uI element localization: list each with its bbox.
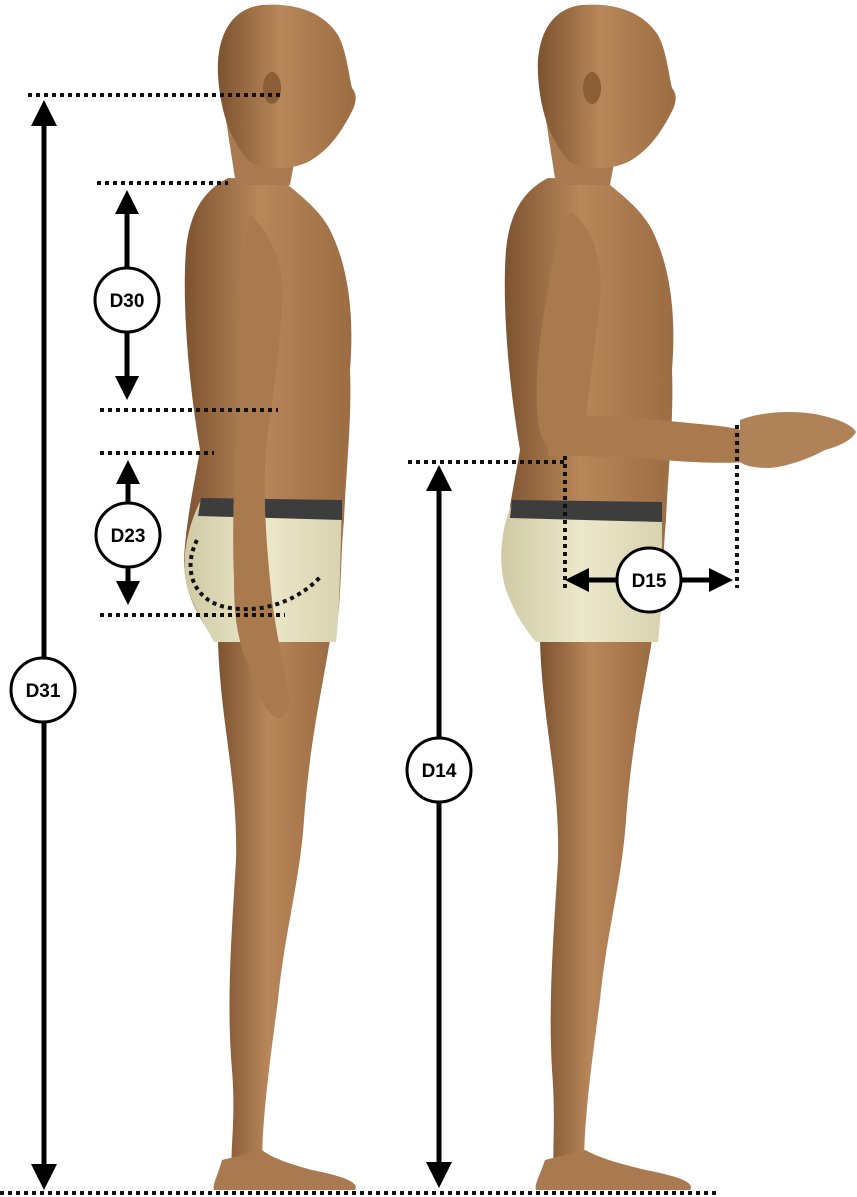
d15-label: D15 <box>632 571 667 592</box>
d14-arrow-down <box>426 1162 452 1188</box>
d23-label: D23 <box>111 526 146 547</box>
d15-arrow-right <box>709 568 733 592</box>
left-figure-legs <box>218 640 330 1165</box>
d14-arrow-up <box>426 465 452 491</box>
d31-arrow-down <box>31 1164 57 1190</box>
left-figure-ear <box>263 72 281 104</box>
dimension-d14: D14 <box>407 465 471 1188</box>
d30-label: D30 <box>110 291 145 312</box>
dimension-d31: D31 <box>11 100 75 1190</box>
d14-label: D14 <box>422 761 457 782</box>
d23-arrow-up <box>116 460 140 484</box>
d23-arrow-down <box>116 581 140 605</box>
d30-arrow-up <box>115 190 139 214</box>
dimension-d23: D23 <box>96 460 160 605</box>
d31-label: D31 <box>26 681 61 702</box>
d30-arrow-down <box>115 376 139 400</box>
right-figure-forearm <box>548 416 745 463</box>
figure-right <box>501 5 856 1190</box>
right-figure-head <box>538 5 676 169</box>
left-figure-head <box>218 5 356 169</box>
right-figure-hand <box>740 412 856 468</box>
d31-arrow-up <box>31 100 57 126</box>
dimension-d30: D30 <box>95 190 159 400</box>
right-figure-legs <box>540 640 652 1165</box>
right-figure-ear <box>583 72 601 104</box>
